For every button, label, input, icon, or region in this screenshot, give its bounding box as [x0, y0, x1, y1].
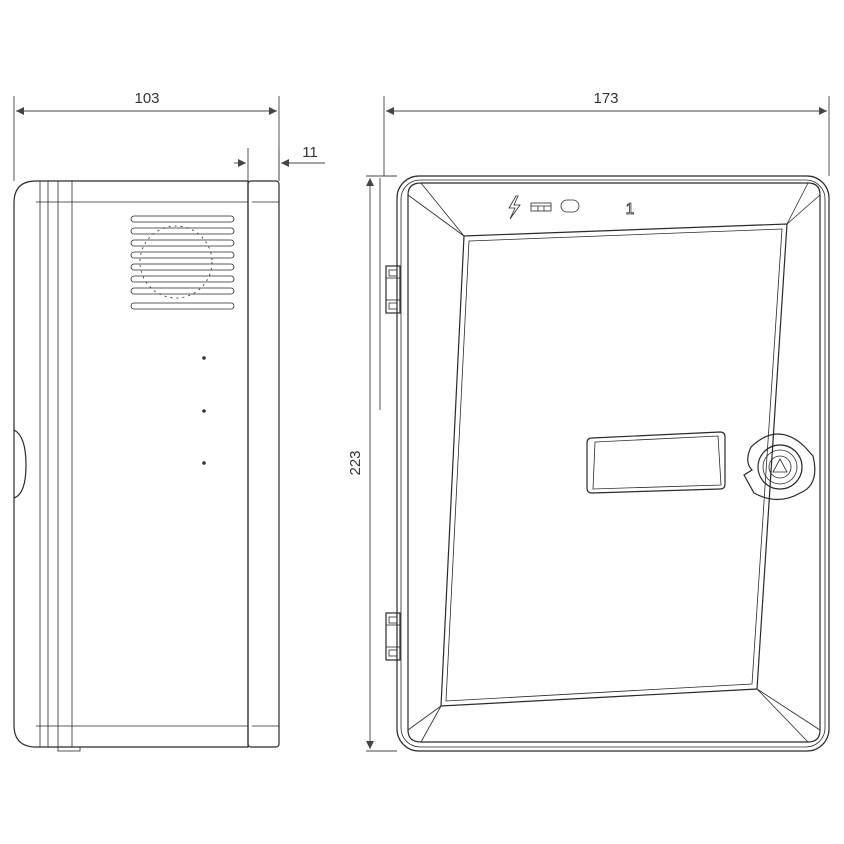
front-number-label: 1 — [626, 201, 635, 218]
lock-icon[interactable] — [743, 433, 816, 501]
hinge-top — [385, 265, 401, 314]
dimension-door-offset: 11 — [234, 144, 325, 181]
dim-label-front-height: 223 — [347, 450, 364, 475]
side-handle-bump — [13, 429, 27, 499]
dim-label-door-offset: 11 — [302, 144, 318, 161]
side-view — [13, 180, 280, 752]
screw-dot — [202, 356, 206, 360]
lightning-icon — [508, 195, 521, 220]
hinge-bottom — [385, 612, 401, 661]
pill-indicator-icon — [560, 199, 580, 213]
dim-label-front-width: 173 — [593, 90, 618, 107]
screw-dot — [202, 409, 206, 413]
side-body-outline — [13, 180, 249, 748]
dimension-front-width: 173 — [383, 90, 830, 176]
side-door — [247, 180, 280, 748]
front-door-panel — [440, 223, 788, 707]
screw-dot — [202, 461, 206, 465]
front-window — [586, 431, 726, 494]
dimension-front-height: 223 — [347, 175, 397, 752]
dim-label-side-depth: 103 — [134, 90, 159, 107]
front-housing — [396, 175, 830, 752]
dimension-side-depth: 103 — [13, 90, 280, 181]
vent-grille — [130, 215, 235, 310]
front-view: 1 — [385, 175, 830, 752]
battery-icon — [530, 202, 552, 212]
